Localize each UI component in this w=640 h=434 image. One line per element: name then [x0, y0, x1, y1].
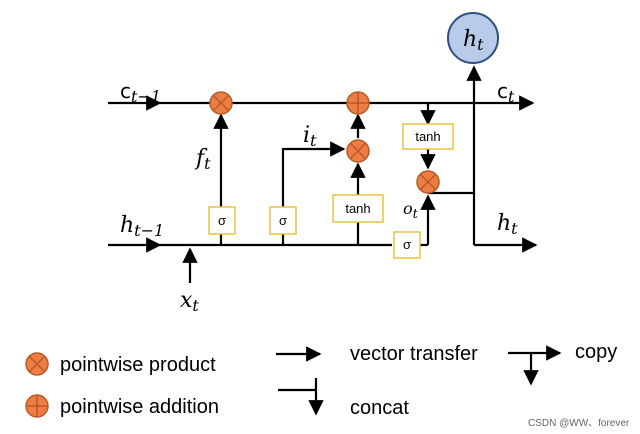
legend-product-label: pointwise product — [60, 354, 216, 376]
forget-product-op — [209, 91, 233, 115]
output-product-op — [416, 170, 440, 194]
label-x-t: xt — [180, 288, 199, 315]
label-c-prev: ct−1 — [120, 79, 161, 106]
sigma-input-gate: σ — [269, 206, 297, 235]
legend: pointwise product pointwise addition vec… — [25, 341, 617, 419]
label-i-t: it — [303, 123, 317, 150]
label-h-prev: ht−1 — [120, 213, 164, 240]
connections — [108, 65, 538, 283]
tanh-cell-label: tanh — [415, 129, 440, 144]
watermark: CSDN @WW、forever — [528, 418, 630, 429]
label-o-t: ot — [403, 199, 419, 222]
tanh-candidate-label: tanh — [345, 201, 370, 216]
label-f-t: ft — [194, 146, 211, 173]
legend-copy: copy — [508, 341, 617, 386]
tanh-cell-gate: tanh — [402, 123, 454, 150]
sigma-output-label: σ — [403, 237, 411, 252]
legend-concat: concat — [278, 378, 409, 419]
label-h-t: ht — [497, 211, 518, 238]
legend-transfer-label: vector transfer — [350, 343, 478, 365]
legend-addition-label: pointwise addition — [60, 396, 219, 418]
cell-addition-op — [346, 91, 370, 115]
legend-copy-label: copy — [575, 341, 617, 363]
svg-text:ht: ht — [463, 27, 484, 54]
output-h-node: ht — [447, 12, 499, 64]
sigma-forget-gate: σ — [208, 206, 236, 235]
legend-vector-transfer: vector transfer — [276, 343, 478, 365]
label-c-t: ct — [497, 79, 515, 106]
legend-concat-label: concat — [350, 397, 409, 419]
tanh-candidate-gate: tanh — [332, 194, 384, 223]
sigma-output-gate: σ — [393, 231, 421, 259]
legend-product: pointwise product — [25, 352, 216, 376]
legend-addition: pointwise addition — [25, 394, 219, 418]
sigma-input-label: σ — [279, 213, 287, 228]
input-product-op — [346, 139, 370, 163]
sigma-forget-label: σ — [218, 213, 226, 228]
